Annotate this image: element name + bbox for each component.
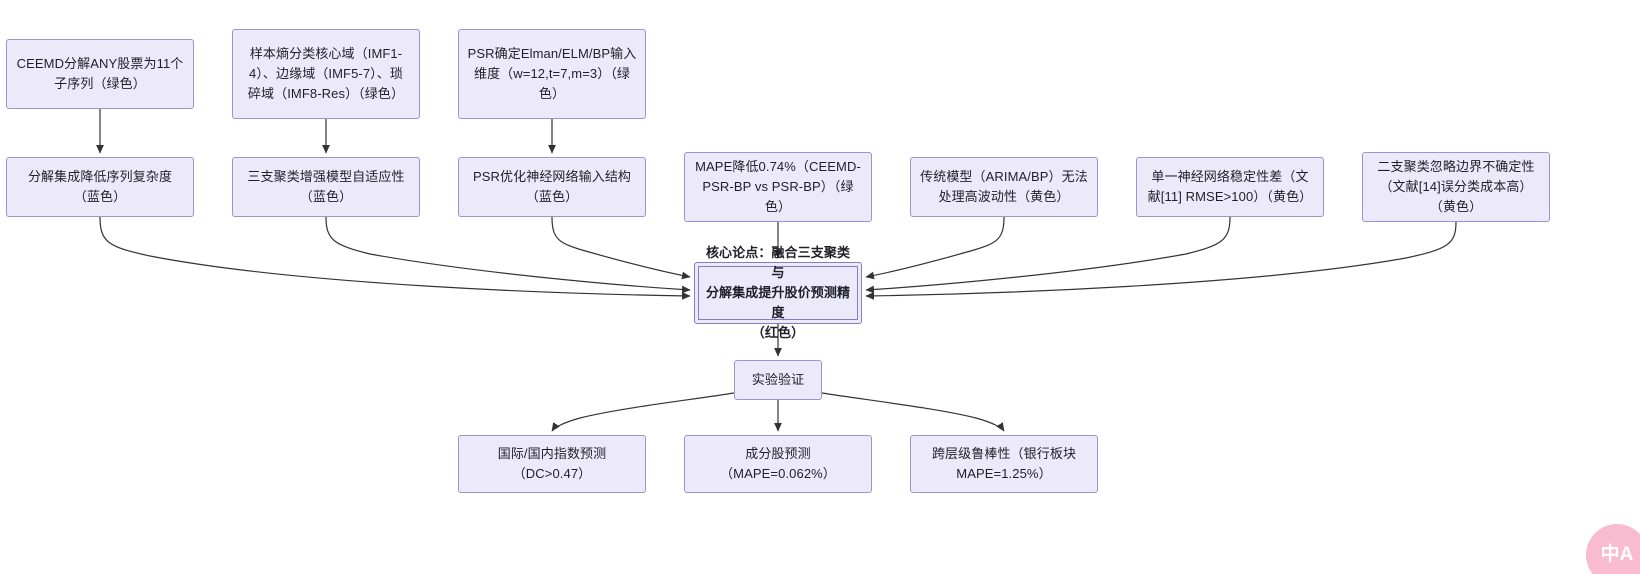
edge-n6-core xyxy=(551,216,691,280)
node-label: 国际/国内指数预测 （DC>0.47） xyxy=(497,446,607,481)
node-label: 实验验证 xyxy=(751,372,805,387)
node-traditional-model-limitation[interactable]: 传统模型（ARIMA/BP）无法 处理高波动性（黄色） xyxy=(910,157,1098,217)
node-single-network-instability[interactable]: 单一神经网络稳定性差（文 献[11] RMSE>100）（黄色） xyxy=(1136,157,1324,217)
edge-n4-core xyxy=(99,216,691,300)
node-result-constituent-stock-forecast[interactable]: 成分股预测 （MAPE=0.062%） xyxy=(684,435,872,493)
node-ceemd-decomposition[interactable]: CEEMD分解ANY股票为11个 子序列（绿色） xyxy=(6,39,194,109)
node-label: 二支聚类忽略边界不确定性 （文献[14]误分类成本高） （黄色） xyxy=(1377,159,1535,214)
node-label: 跨层级鲁棒性（银行板块 MAPE=1.25%） xyxy=(931,446,1077,481)
edge-n8-core xyxy=(865,216,1005,280)
node-label: 分解集成降低序列复杂度 （蓝色） xyxy=(27,169,173,204)
node-mape-reduction[interactable]: MAPE降低0.74%（CEEMD- PSR-BP vs PSR-BP）（绿 色… xyxy=(684,152,872,222)
node-label: 样本熵分类核心域（IMF1- 4）、边缘域（IMF5-7）、琐 碎域（IMF8-… xyxy=(247,46,405,101)
node-label: MAPE降低0.74%（CEEMD- PSR-BP vs PSR-BP）（绿 色… xyxy=(695,159,861,214)
edge-n9-core xyxy=(865,216,1231,294)
node-three-way-clustering-adaptivity[interactable]: 三支聚类增强模型自适应性 （蓝色） xyxy=(232,157,420,217)
node-two-way-clustering-boundary[interactable]: 二支聚类忽略边界不确定性 （文献[14]误分类成本高） （黄色） xyxy=(1362,152,1550,222)
node-psr-input-dimension[interactable]: PSR确定Elman/ELM/BP输入 维度（w=12,t=7,m=3）（绿 色… xyxy=(458,29,646,119)
node-label: 传统模型（ARIMA/BP）无法 处理高波动性（黄色） xyxy=(920,169,1088,204)
node-label: 成分股预测 （MAPE=0.062%） xyxy=(720,446,836,481)
node-result-index-forecast[interactable]: 国际/国内指数预测 （DC>0.47） xyxy=(458,435,646,493)
node-label: PSR确定Elman/ELM/BP输入 维度（w=12,t=7,m=3）（绿 色… xyxy=(467,46,637,101)
edge-n10-core xyxy=(865,221,1457,300)
node-label: 核心论点：融合三支聚类与 分解集成提升股价预测精度 （红色） xyxy=(705,245,851,340)
edge-exp-r3 xyxy=(821,392,1005,432)
node-sample-entropy-classification[interactable]: 样本熵分类核心域（IMF1- 4）、边缘域（IMF5-7）、琐 碎域（IMF8-… xyxy=(232,29,420,119)
node-label: 单一神经网络稳定性差（文 献[11] RMSE>100）（黄色） xyxy=(1147,169,1313,204)
node-label: PSR优化神经网络输入结构 （蓝色） xyxy=(472,169,632,204)
node-label: CEEMD分解ANY股票为11个 子序列（绿色） xyxy=(16,56,184,91)
watermark-badge: 中A xyxy=(1586,524,1640,574)
node-psr-optimizes-network-input[interactable]: PSR优化神经网络输入结构 （蓝色） xyxy=(458,157,646,217)
node-core-thesis[interactable]: 核心论点：融合三支聚类与 分解集成提升股价预测精度 （红色） xyxy=(694,245,862,340)
edge-n5-core xyxy=(325,216,691,294)
node-decomposition-reduces-complexity[interactable]: 分解集成降低序列复杂度 （蓝色） xyxy=(6,157,194,217)
node-label: 三支聚类增强模型自适应性 （蓝色） xyxy=(247,169,405,204)
node-experimental-validation[interactable]: 实验验证 xyxy=(734,360,822,400)
watermark-text: 中A xyxy=(1600,544,1634,565)
edge-exp-r1 xyxy=(551,392,735,432)
node-result-cross-level-robustness[interactable]: 跨层级鲁棒性（银行板块 MAPE=1.25%） xyxy=(910,435,1098,493)
